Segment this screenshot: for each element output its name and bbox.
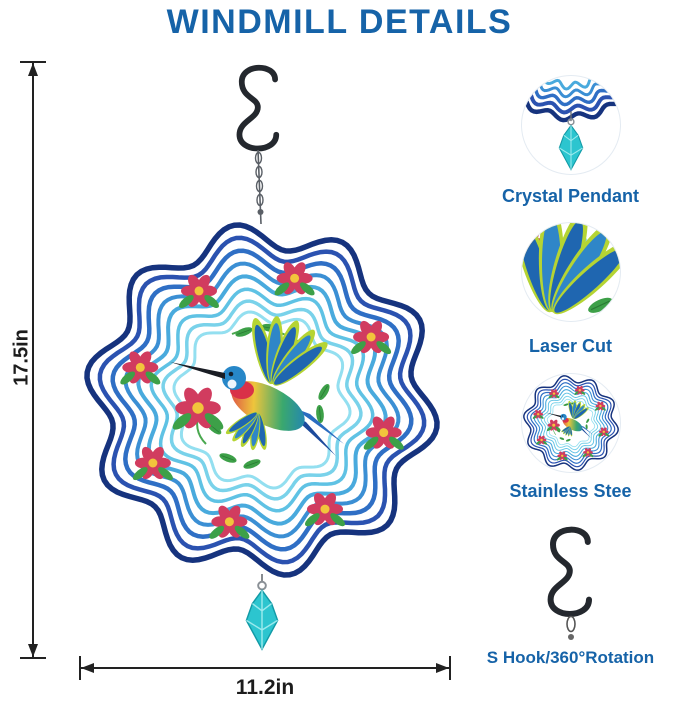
feature-circle-laser-cut: [521, 222, 621, 322]
spinner-graphic: [87, 225, 437, 575]
crystal-pendant-detail-graphic: [522, 76, 620, 171]
feature-circle-crystal-pendant: [521, 75, 621, 175]
feature-label-crystal-pendant: Crystal Pendant: [501, 186, 640, 206]
feature-label-laser-cut: Laser Cut: [528, 336, 613, 356]
width-dimension-line: [79, 656, 451, 680]
s-hook-feature-graphic: [551, 530, 589, 640]
feature-label-stainless-steel: Stainless Stee: [509, 481, 632, 501]
height-dimension-line: [20, 61, 46, 659]
stainless-steel-detail-graphic: [522, 374, 620, 472]
crystal-pendant-graphic: [245, 574, 279, 651]
feature-label-s-hook: S Hook/360°Rotation: [486, 648, 655, 667]
width-dimension-label: 11.2in: [235, 676, 295, 699]
s-hook-graphic: [239, 68, 276, 149]
feature-circle-stainless-steel: [521, 373, 621, 473]
page-title: WINDMILL DETAILS: [166, 3, 513, 41]
height-dimension-label: 17.5in: [10, 329, 33, 386]
hanging-chain: [254, 149, 264, 225]
laser-cut-detail-graphic: [522, 223, 620, 321]
